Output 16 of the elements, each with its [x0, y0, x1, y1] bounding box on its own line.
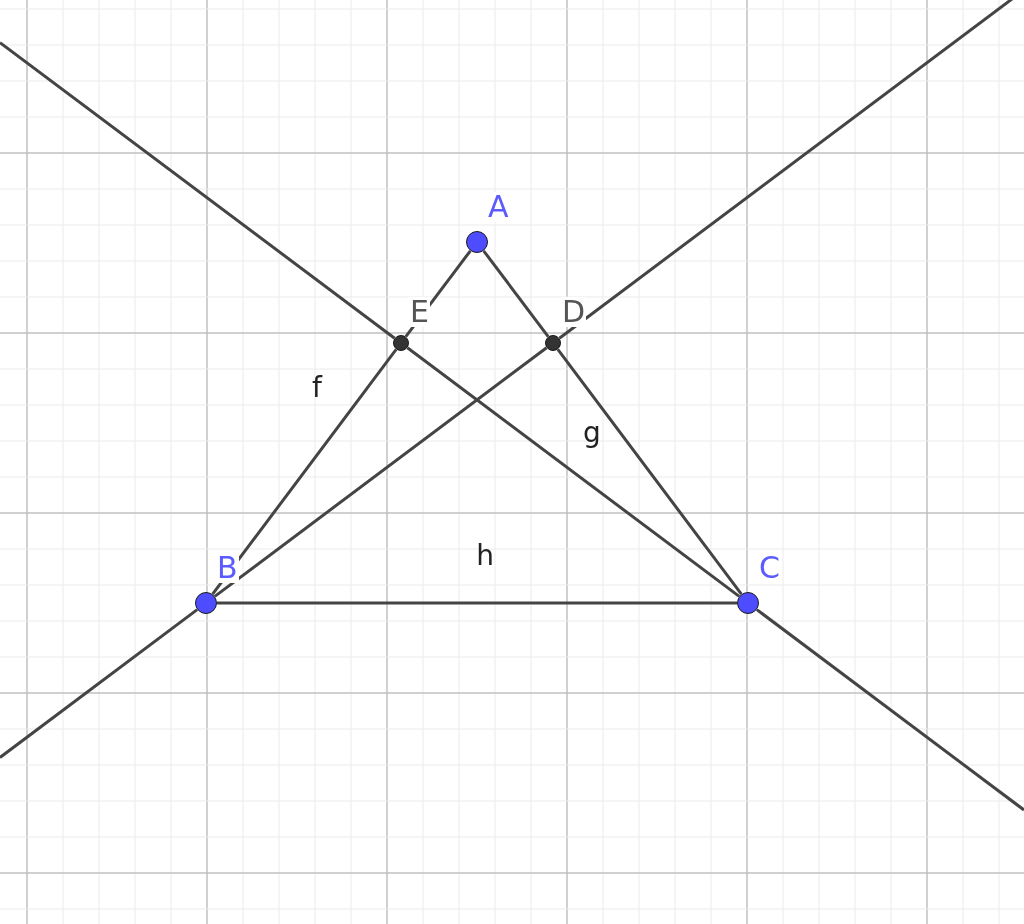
line-segment: [217, 601, 737, 605]
line-segment: [556, 348, 743, 596]
point-label: D: [561, 297, 587, 327]
line-ray: [755, 608, 1024, 812]
line-segment: [213, 346, 548, 598]
line-segment: [482, 249, 550, 338]
edge-label: h: [475, 542, 495, 570]
edge-label: f: [311, 374, 324, 402]
line-segment: [211, 348, 398, 596]
point-label: A: [487, 192, 510, 222]
line-ray: [0, 41, 396, 340]
edge-label: g: [582, 419, 602, 447]
point-label: B: [216, 553, 239, 583]
line-segment: [406, 346, 741, 598]
line-ray: [0, 608, 199, 759]
point-label: E: [409, 297, 430, 327]
